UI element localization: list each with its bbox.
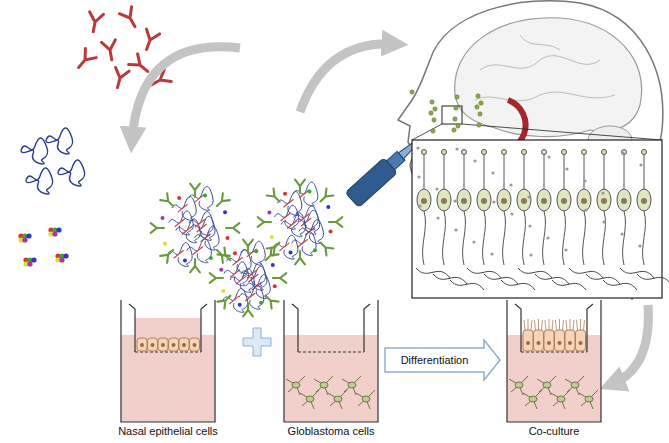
culture-label: Co-culture [529,425,580,438]
arrow-label: Differentiation [399,354,471,367]
culture-label: Nasal epithelial cells [118,425,218,438]
head-outline [398,1,663,300]
plus-sign [243,328,271,356]
flow-arrow [612,305,648,384]
ingredients [18,7,171,267]
flow-arrow [300,44,395,112]
zoom-box [412,140,662,298]
flow-arrow [132,47,240,140]
transwell-culture: Co-culture [504,298,604,438]
transwell-culture: Globlastoma cells [281,298,381,438]
culture-label: Globlastoma cells [288,425,375,438]
spray-dots [410,90,483,133]
brain-folds [475,35,615,101]
nanoparticles [151,180,343,317]
transwells [121,300,601,422]
olfactory-epithelium [416,146,669,290]
zoom-source [442,106,462,124]
zoom-lines [412,124,662,140]
block-arrow [385,340,500,380]
transwell-culture: Nasal epithelial cells [113,298,223,438]
nasal-spray [345,136,421,207]
brain [455,18,642,137]
